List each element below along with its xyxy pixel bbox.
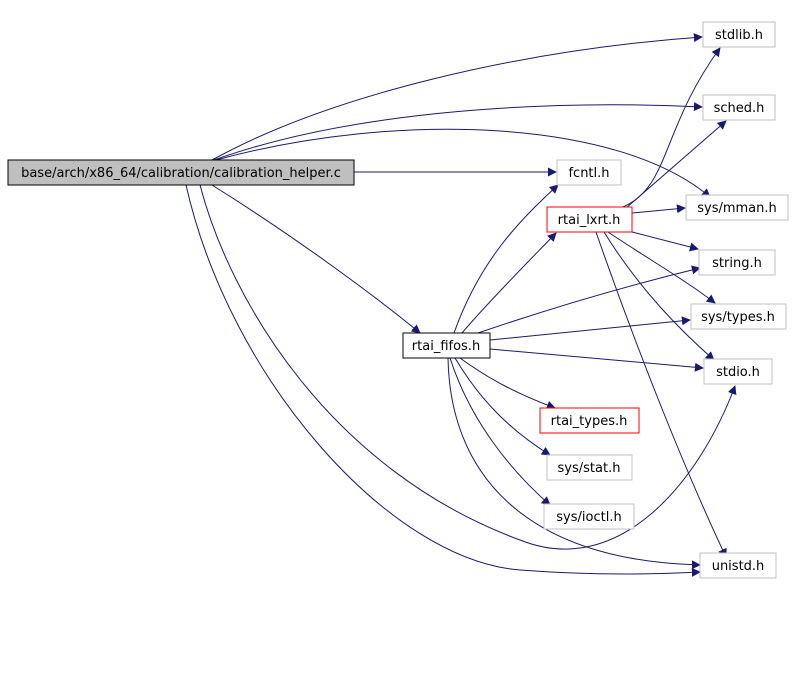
- node-sys-ioctl[interactable]: sys/ioctl.h: [543, 503, 635, 530]
- node-sched-label: sched.h: [714, 101, 765, 116]
- node-calibration-helper[interactable]: base/arch/x86_64/calibration/calibration…: [7, 159, 355, 186]
- node-sys-mman[interactable]: sys/mman.h: [685, 194, 789, 221]
- edges: [185, 33, 737, 577]
- edge-fifos-to-unistd: [447, 357, 701, 570]
- edge-lxrt-to-unistd: [595, 231, 727, 558]
- node-string[interactable]: string.h: [698, 249, 776, 276]
- node-sched[interactable]: sched.h: [702, 94, 776, 121]
- edge-fifos-to-fcntl: [453, 184, 559, 334]
- node-sys-stat-label: sys/stat.h: [558, 461, 621, 476]
- node-rtai-fifos-label: rtai_fifos.h: [412, 339, 480, 354]
- edge-fifos-to-rtai-types: [459, 357, 556, 410]
- node-rtai-types-label: rtai_types.h: [551, 414, 628, 429]
- node-stdio-label: stdio.h: [716, 365, 760, 380]
- edge-helper-to-stdio: [199, 184, 737, 550]
- node-sys-ioctl-label: sys/ioctl.h: [556, 510, 621, 525]
- edge-lxrt-to-sys-mman: [631, 204, 686, 214]
- node-rtai-types[interactable]: rtai_types.h: [539, 407, 640, 434]
- node-fcntl[interactable]: fcntl.h: [556, 159, 622, 186]
- edge-helper-to-rtai-fifos: [211, 184, 421, 334]
- edge-lxrt-to-stdio: [603, 231, 715, 361]
- nodes: base/arch/x86_64/calibration/calibration…: [7, 21, 789, 579]
- node-rtai-lxrt-label: rtai_lxrt.h: [558, 213, 621, 228]
- edge-lxrt-to-sched: [625, 120, 727, 209]
- node-sys-types[interactable]: sys/types.h: [690, 303, 787, 330]
- node-sys-types-label: sys/types.h: [701, 310, 775, 325]
- edge-helper-to-stdlib: [211, 33, 703, 161]
- node-unistd-label: unistd.h: [712, 559, 765, 574]
- edge-fifos-to-rtai-lxrt: [461, 232, 557, 334]
- node-stdlib[interactable]: stdlib.h: [702, 21, 776, 48]
- node-sys-mman-label: sys/mman.h: [697, 201, 777, 216]
- edge-fifos-to-string: [477, 265, 701, 334]
- node-unistd[interactable]: unistd.h: [699, 552, 777, 579]
- node-stdlib-label: stdlib.h: [715, 28, 763, 43]
- edge-helper-to-unistd: [185, 184, 701, 577]
- edge-fifos-to-sys-stat: [454, 357, 551, 456]
- edge-fifos-to-sys-types: [489, 316, 691, 341]
- node-fcntl-label: fcntl.h: [568, 166, 609, 181]
- node-string-label: string.h: [712, 256, 762, 271]
- edge-lxrt-to-sys-types: [607, 231, 716, 304]
- node-rtai-lxrt[interactable]: rtai_lxrt.h: [546, 206, 633, 233]
- edge-fifos-to-sys-ioctl: [449, 357, 551, 506]
- edge-lxrt-to-stdlib: [619, 47, 721, 209]
- node-stdio[interactable]: stdio.h: [703, 358, 773, 385]
- edge-lxrt-to-string: [631, 231, 699, 252]
- edge-helper-to-sys-mman: [215, 128, 711, 198]
- node-sys-stat[interactable]: sys/stat.h: [546, 454, 633, 481]
- node-calibration-helper-label: base/arch/x86_64/calibration/calibration…: [21, 166, 341, 181]
- edge-fifos-to-stdio: [489, 348, 704, 372]
- edge-helper-to-sched: [213, 102, 703, 161]
- node-rtai-fifos[interactable]: rtai_fifos.h: [402, 332, 491, 359]
